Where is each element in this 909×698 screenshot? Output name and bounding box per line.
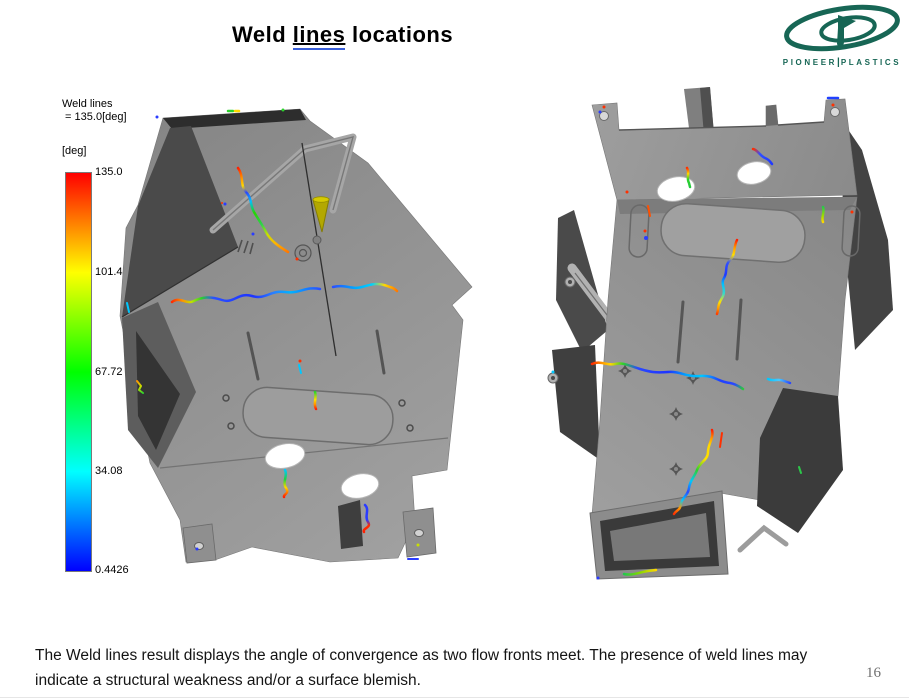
logo-word-plastics: PLASTICS <box>840 58 902 67</box>
screw-bosses <box>618 364 700 476</box>
description-text: The Weld lines result displays the angle… <box>35 646 808 689</box>
color-scale-bar <box>65 172 92 572</box>
scale-tick-label: 101.4 <box>95 266 123 278</box>
title-pre: Weld <box>232 22 293 47</box>
legend-title-line1: Weld lines <box>62 98 113 110</box>
scale-tick-label: 135.0 <box>95 166 123 178</box>
pioneer-plastics-logo: PIONEER|PLASTICS <box>778 4 906 70</box>
scale-tick-label: 0.4426 <box>95 564 129 576</box>
scale-tick-label: 67.72 <box>95 366 123 378</box>
weld-lines-legend: Weld lines = 135.0[deg] [deg] 135.0 101.… <box>62 98 182 576</box>
weld-lines-right <box>590 96 840 576</box>
weld-specks-right <box>551 103 854 580</box>
page-number: 16 <box>866 665 881 681</box>
injection-cone <box>312 196 330 245</box>
scale-tick-label: 34.08 <box>95 465 123 477</box>
weld-specks-left <box>155 108 420 551</box>
title-underlined-word: lines <box>292 22 346 50</box>
model-left-view <box>119 108 473 564</box>
hole <box>264 443 306 469</box>
page-title: Weld lines locations <box>232 22 454 50</box>
model-right-view <box>547 87 893 580</box>
logo-swirl-icon <box>784 4 900 52</box>
logo-divider: | <box>837 57 841 68</box>
hole <box>656 176 696 202</box>
logo-word-pioneer: PIONEER <box>782 58 838 67</box>
title-post: locations <box>345 22 454 47</box>
boss-spiral <box>294 244 312 262</box>
hole <box>340 473 380 499</box>
handle-frame <box>209 133 357 234</box>
weld-lines-left <box>126 109 419 560</box>
hole <box>736 161 772 185</box>
legend-title-line2: = 135.0[deg] <box>62 111 127 123</box>
logo-wordmark: PIONEER|PLASTICS <box>778 57 906 68</box>
legend-unit: [deg] <box>62 145 87 157</box>
